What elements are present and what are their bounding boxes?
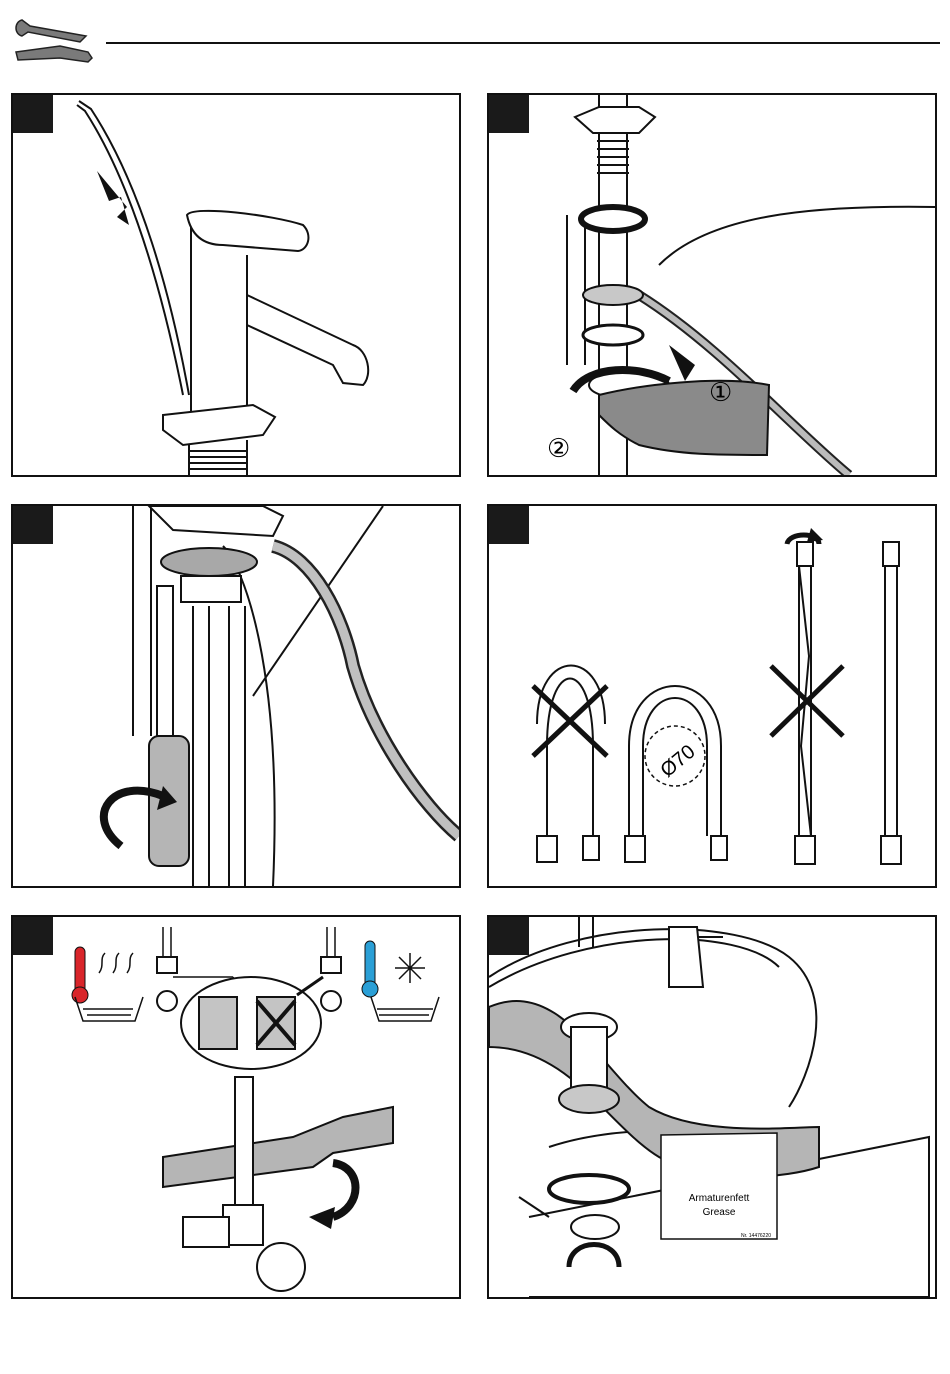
grease-line-1: Armaturenfett bbox=[689, 1193, 750, 1204]
grease-line-2: Grease bbox=[703, 1207, 736, 1218]
header-rule bbox=[106, 42, 940, 44]
angle-valve-icon bbox=[13, 917, 459, 1297]
screwdriver-icon bbox=[13, 506, 459, 886]
step-panel-4: Ø70 bbox=[487, 504, 937, 888]
wrench-screwdriver-icon bbox=[10, 12, 96, 68]
drain-assembly-icon: Armaturenfett Grease Nr. 14476220 bbox=[489, 917, 935, 1297]
diameter-label: Ø70 bbox=[656, 741, 699, 782]
step-panel-5 bbox=[11, 915, 461, 1299]
grease-part-number: Nr. 14476220 bbox=[741, 1233, 771, 1239]
step-panel-2: ① ② bbox=[487, 93, 937, 477]
step-panel-3 bbox=[11, 504, 461, 888]
step-panel-1 bbox=[11, 93, 461, 477]
step-panel-6: Armaturenfett Grease Nr. 14476220 bbox=[487, 915, 937, 1299]
faucet-icon bbox=[13, 95, 459, 475]
mounting-hardware-icon: ① ② bbox=[489, 95, 935, 475]
callout-2: ② bbox=[547, 434, 570, 464]
hose-bending-icon: Ø70 bbox=[489, 506, 935, 886]
callout-1: ① bbox=[709, 378, 732, 408]
